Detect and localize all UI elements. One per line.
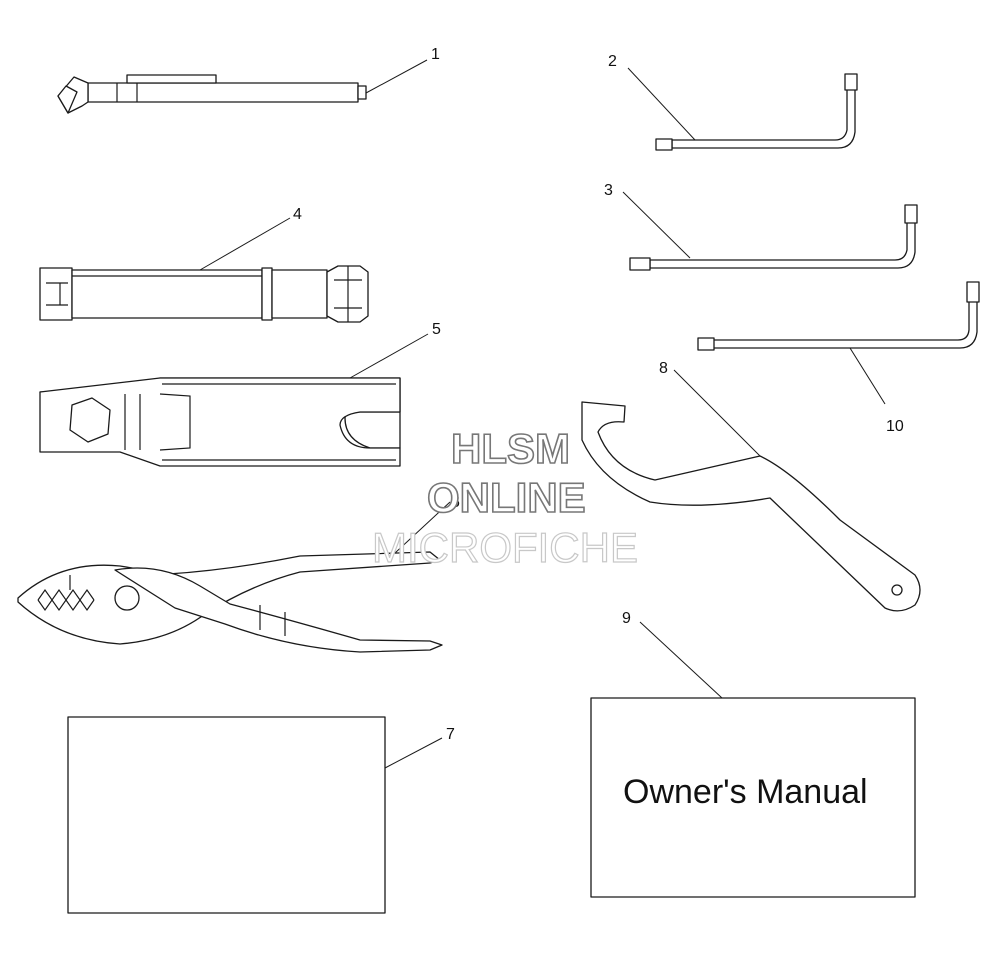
- callout-3: 3: [604, 182, 613, 199]
- callout-7: 7: [446, 726, 455, 743]
- part-4-spark-plug-wrench: [39, 265, 369, 323]
- callout-9: 9: [622, 610, 631, 627]
- part-2-hex-key: [655, 73, 858, 151]
- leader-5: [349, 333, 429, 379]
- callout-4: 4: [293, 206, 302, 223]
- callout-5: 5: [432, 321, 441, 338]
- leader-1: [365, 59, 428, 94]
- leader-10: [849, 347, 886, 405]
- part-6-pliers: [17, 551, 443, 653]
- watermark-line2: ONLINE: [427, 474, 586, 521]
- part-5-wrench: [39, 377, 401, 467]
- part-3-hex-key: [629, 204, 918, 271]
- leader-6: [394, 501, 451, 554]
- part-8-spanner-wrench: [581, 401, 921, 612]
- callout-2: 2: [608, 53, 617, 70]
- watermark-line1: HLSM: [451, 425, 570, 472]
- leader-3: [622, 191, 691, 259]
- part-9-owners-manual: [590, 697, 916, 898]
- watermark-line3: MICROFICHE: [372, 524, 638, 571]
- part-1-pressure-gauge: [57, 74, 367, 114]
- manual-title: Owner's Manual: [623, 773, 868, 811]
- part-7-document: [67, 716, 386, 914]
- leader-2: [627, 67, 696, 141]
- callout-8: 8: [659, 360, 668, 377]
- watermark: HLSM ONLINE MICROFICHE: [371, 424, 638, 571]
- callout-1: 1: [431, 46, 440, 63]
- part-10-hex-key: [697, 281, 980, 351]
- leader-8: [673, 369, 761, 457]
- callout-6: 6: [451, 494, 460, 511]
- leader-7: [384, 737, 443, 769]
- leader-4: [199, 217, 291, 271]
- leader-9: [639, 621, 723, 699]
- callout-10: 10: [886, 418, 904, 435]
